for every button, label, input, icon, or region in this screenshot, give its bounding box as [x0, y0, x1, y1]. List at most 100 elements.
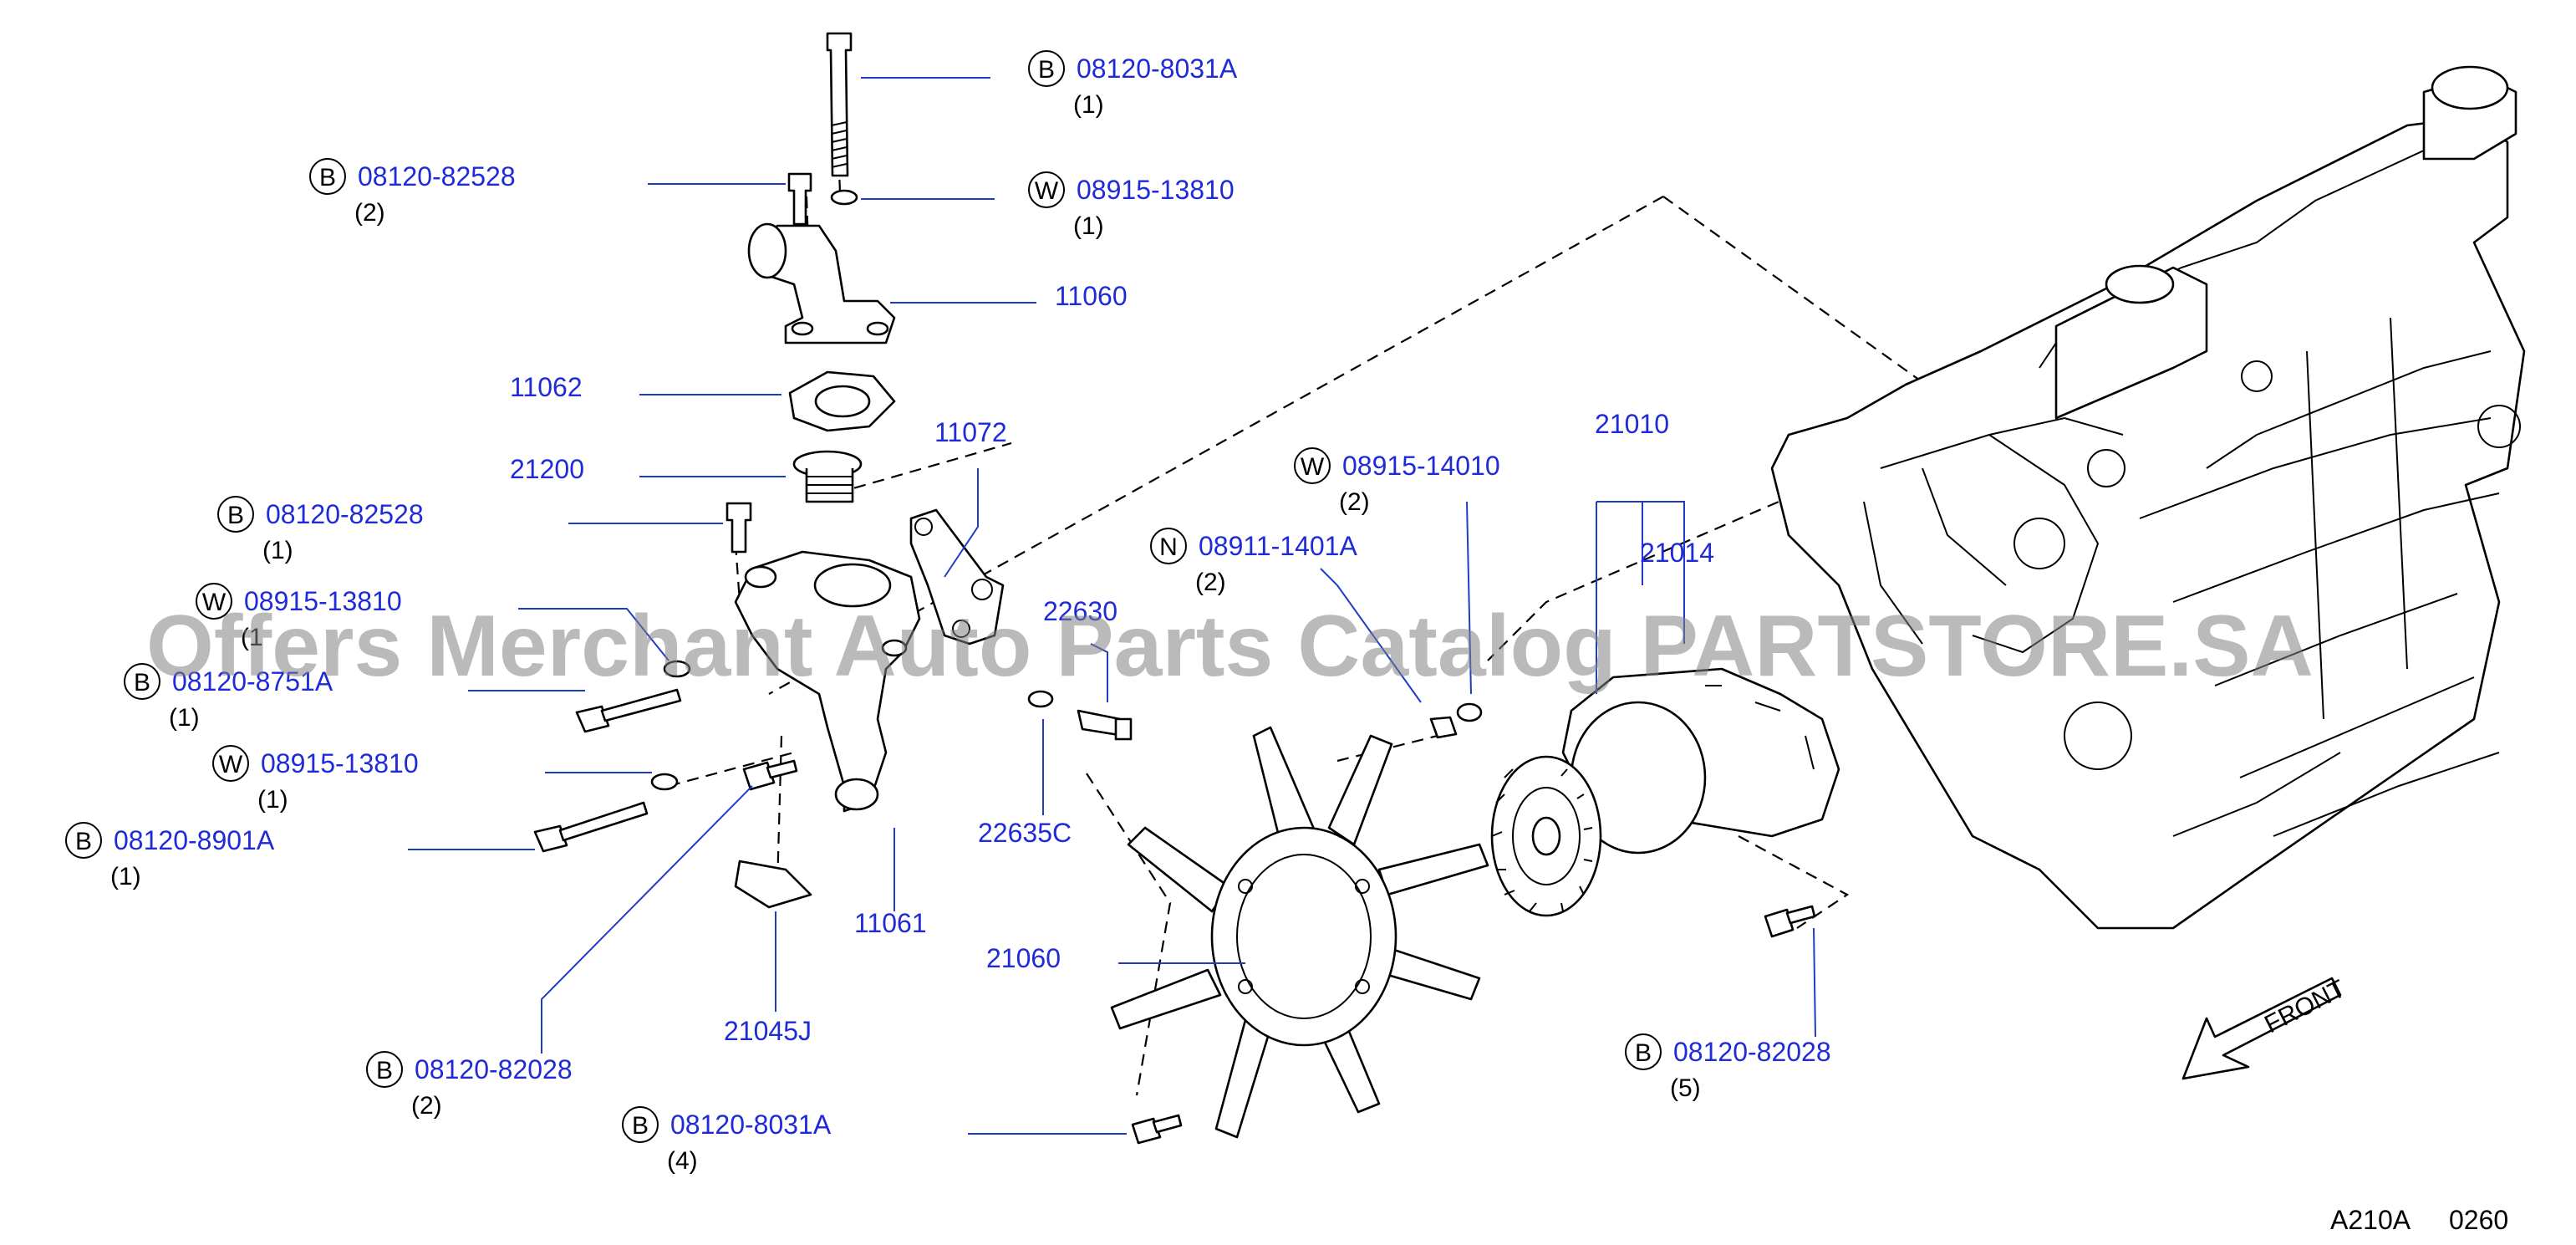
part-number[interactable]: 08915-13810	[261, 748, 419, 778]
engine-block-drawing	[1770, 65, 2526, 930]
callout[interactable]: W 08915-14010 (2)	[1294, 447, 1500, 516]
callout[interactable]: N 08911-1401A (2)	[1150, 528, 1357, 596]
callout-prefix-circle	[1028, 171, 1065, 208]
callout-prefix: B	[376, 1057, 393, 1084]
part-number[interactable]: 21014	[1640, 538, 1714, 568]
callout-prefix: B	[134, 669, 150, 696]
callout-prefix: W	[219, 751, 243, 778]
callout[interactable]: B 08120-8031A (1)	[1028, 50, 1238, 119]
cooling-fan-drawing	[1110, 726, 1489, 1145]
part-number[interactable]: 08120-82028	[1673, 1037, 1831, 1067]
callout[interactable]: 11072	[934, 417, 1007, 447]
part-quantity: (2)	[354, 199, 385, 227]
front-direction-arrow	[2181, 977, 2342, 1080]
callout-prefix-circle	[124, 663, 160, 700]
callout-prefix-circle	[196, 583, 232, 620]
callout[interactable]: W 08915-13810 (1	[196, 583, 402, 651]
thermostat-stack-drawing	[533, 32, 1133, 909]
callout[interactable]: 22635C	[978, 818, 1072, 848]
callout[interactable]: 22630	[1043, 596, 1117, 626]
callout[interactable]: B 08120-82528 (2)	[309, 158, 516, 227]
part-number[interactable]: 08120-82528	[358, 161, 516, 191]
callout[interactable]: 21200	[510, 454, 584, 484]
callout-prefix-circle	[1150, 528, 1187, 564]
front-label: FRONT	[2260, 975, 2349, 1038]
callout-prefix-circle	[366, 1051, 403, 1088]
callout[interactable]: B 08120-8751A (1)	[124, 663, 333, 732]
callout[interactable]: B 08120-82528 (1)	[217, 496, 424, 564]
part-quantity: (1)	[262, 537, 293, 564]
callout[interactable]: W 08915-13810 (1)	[212, 745, 419, 814]
part-number[interactable]: 11072	[934, 417, 1007, 447]
part-number[interactable]: 08120-8031A	[670, 1110, 832, 1140]
callout-prefix: B	[632, 1112, 649, 1140]
part-quantity: (5)	[1670, 1074, 1701, 1102]
callout[interactable]: 11060	[1055, 281, 1128, 311]
part-number[interactable]: 21200	[510, 454, 584, 484]
part-quantity: (2)	[1339, 488, 1370, 516]
watermark-text: Offers Merchant Auto Parts Catalog PARTS…	[146, 598, 2314, 695]
callout[interactable]: 21060	[986, 943, 1061, 973]
part-number[interactable]: 08120-82028	[415, 1054, 573, 1084]
callout[interactable]: B 08120-82028 (5)	[1625, 1033, 1831, 1102]
part-number[interactable]: 11062	[510, 372, 583, 402]
part-number[interactable]: 22635C	[978, 818, 1072, 848]
part-quantity: (1)	[169, 704, 200, 732]
callout[interactable]: 21045J	[724, 1016, 812, 1046]
part-quantity: (1)	[110, 863, 141, 890]
part-number[interactable]: 08911-1401A	[1199, 531, 1357, 561]
callout-prefix-circle	[309, 158, 346, 195]
callout-prefix: B	[319, 164, 336, 191]
part-number[interactable]: 21010	[1595, 409, 1669, 439]
leader-lines	[408, 77, 1816, 1135]
part-number[interactable]: 21045J	[724, 1016, 812, 1046]
callout-labels: B 08120-8031A (1) B 08120-82528 (2) W 08915-138…	[65, 50, 1831, 1175]
callout-prefix-circle	[1294, 447, 1331, 484]
part-number[interactable]: 11060	[1055, 281, 1128, 311]
callout[interactable]: W 08915-13810 (1)	[1028, 171, 1235, 240]
part-quantity: (4)	[667, 1147, 698, 1175]
part-quantity: (1)	[257, 786, 288, 814]
part-number[interactable]: 21060	[986, 943, 1061, 973]
part-number[interactable]: 08915-13810	[1077, 175, 1235, 205]
callout-prefix-circle	[217, 496, 254, 533]
callout-prefix: B	[1635, 1039, 1652, 1067]
part-quantity: (1)	[1073, 91, 1104, 119]
callout-prefix-circle	[65, 822, 102, 859]
part-number[interactable]: 08915-14010	[1342, 451, 1500, 481]
part-number[interactable]: 08120-8751A	[172, 666, 333, 696]
callout[interactable]: 21014	[1640, 538, 1714, 568]
part-quantity: (1	[241, 624, 263, 651]
part-number[interactable]: 08120-8901A	[114, 825, 275, 855]
callout-prefix: B	[227, 502, 244, 529]
part-number[interactable]: 08120-8031A	[1077, 54, 1238, 84]
part-quantity: (2)	[1195, 569, 1226, 596]
callout[interactable]: B 08120-8031A (4)	[622, 1106, 832, 1175]
callout-prefix-circle	[1625, 1033, 1662, 1070]
callout-prefix: W	[1035, 177, 1059, 205]
part-quantity: (2)	[411, 1092, 442, 1120]
part-number[interactable]: 11061	[854, 908, 927, 938]
figure-code: A210A	[2330, 1205, 2411, 1235]
callout-prefix: W	[202, 589, 227, 616]
callout-prefix: W	[1301, 453, 1325, 481]
callout[interactable]: 21010	[1595, 409, 1669, 439]
callout-prefix: B	[1038, 56, 1055, 84]
part-number[interactable]: 22630	[1043, 596, 1117, 626]
callout-prefix-circle	[622, 1106, 659, 1143]
callout[interactable]: B 08120-82028 (2)	[366, 1051, 573, 1120]
callout-prefix: N	[1159, 533, 1178, 561]
part-quantity: (1)	[1073, 212, 1104, 240]
callout-prefix-circle	[1028, 50, 1065, 87]
part-number[interactable]: 08915-13810	[244, 586, 402, 616]
water-pump-drawing	[1429, 667, 1840, 938]
figure-number: 0260	[2449, 1205, 2508, 1235]
callout[interactable]: 11062	[510, 372, 583, 402]
callout-prefix: B	[75, 828, 92, 855]
callout[interactable]: B 08120-8901A (1)	[65, 822, 275, 890]
part-number[interactable]: 08120-82528	[266, 499, 424, 529]
callout[interactable]: 11061	[854, 908, 927, 938]
callout-prefix-circle	[212, 745, 249, 782]
